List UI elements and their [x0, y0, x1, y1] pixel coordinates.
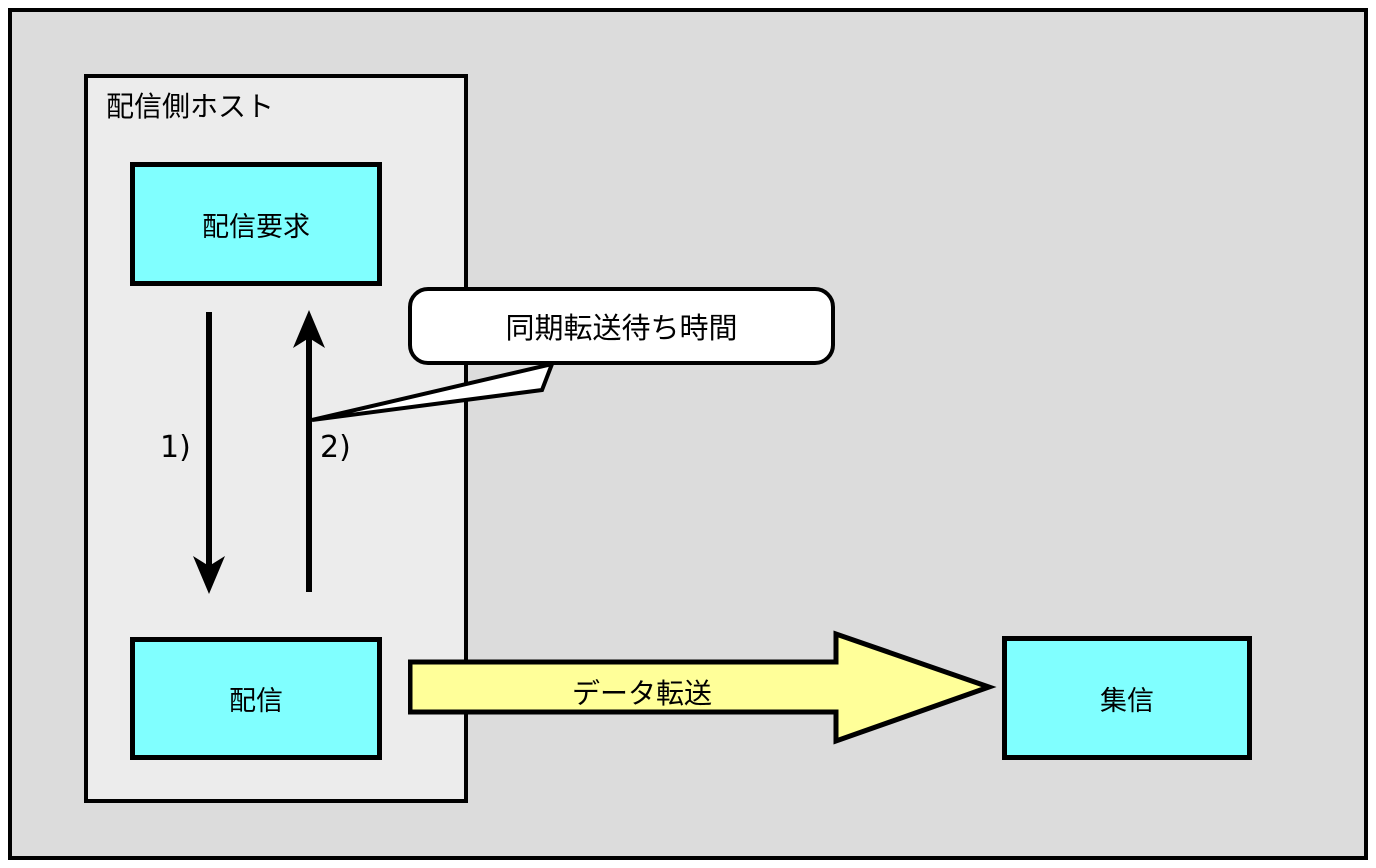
process-box-delivery-label: 配信: [229, 686, 283, 717]
data-transfer-label: データ転送: [572, 677, 713, 710]
process-box-delivery[interactable]: 配信: [130, 637, 382, 760]
data-transfer-block-arrow[interactable]: [408, 630, 998, 750]
process-box-collection-label: 集信: [1100, 685, 1154, 717]
flow-arrow-step-1-down: [193, 312, 225, 594]
step-1-label: 1): [160, 430, 191, 465]
flow-arrow-step-2-up: [293, 310, 325, 592]
process-box-delivery-request-label: 配信要求: [202, 211, 310, 243]
process-box-delivery-request[interactable]: 配信要求: [130, 162, 382, 286]
callout-sync-transfer-wait[interactable]: 同期転送待ち時間: [408, 287, 835, 365]
process-box-collection[interactable]: 集信: [1002, 636, 1252, 760]
diagram-outer-frame: 配信側ホスト 配信要求 配信 集信 1) 2) 同期: [8, 8, 1368, 860]
callout-tail: [311, 361, 556, 422]
host-panel-title: 配信側ホスト: [106, 90, 275, 123]
callout-label: 同期転送待ち時間: [505, 311, 738, 345]
step-2-label: 2): [320, 430, 351, 465]
